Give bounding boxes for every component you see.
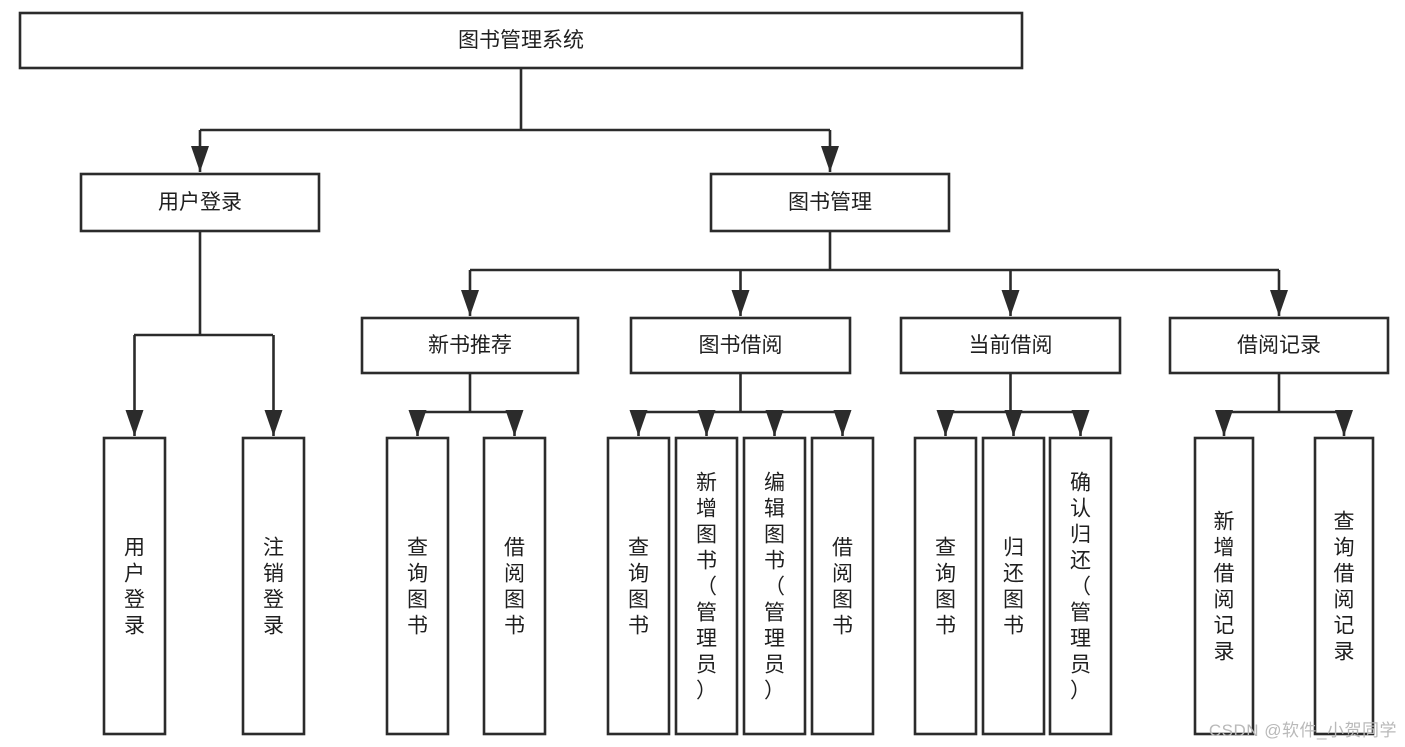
node-box-leaf-borrow-book[interactable] [810, 436, 875, 736]
node-box-book-management[interactable] [709, 172, 951, 233]
csdn-watermark: CSDN @软件_小贺同学 [1208, 721, 1397, 740]
node-box-leaf-query-book-borrow[interactable] [606, 436, 671, 736]
node-label-leaf-edit-book: 编辑图书（管理员） [764, 471, 785, 702]
arrow-icon-leaf-query-book-current [936, 410, 955, 436]
node-new-book-recommend[interactable]: 新书推荐 [360, 316, 580, 375]
node-leaf-user-login[interactable]: 用户登录 [102, 436, 167, 736]
node-box-leaf-borrow-book-recommend[interactable] [482, 436, 547, 736]
node-box-leaf-logout[interactable] [241, 436, 306, 736]
arrow-icon-leaf-logout [264, 410, 283, 436]
node-box-user-login[interactable] [79, 172, 321, 233]
node-box-leaf-confirm-return[interactable] [1048, 436, 1113, 736]
node-label-leaf-add-book: 新增图书（管理员） [696, 471, 717, 702]
node-box-leaf-edit-book[interactable] [742, 436, 807, 736]
arrow-icon-leaf-edit-book [765, 410, 784, 436]
node-layer: 图书管理系统用户登录图书管理新书推荐图书借阅当前借阅借阅记录用户登录注销登录查询… [18, 11, 1390, 736]
node-user-login[interactable]: 用户登录 [79, 172, 321, 233]
node-leaf-return-book[interactable]: 归还图书 [981, 436, 1046, 736]
arrow-icon-current-borrow [1001, 290, 1020, 316]
node-leaf-query-record[interactable]: 查询借阅记录 [1313, 436, 1375, 736]
node-box-leaf-query-book-current[interactable] [913, 436, 978, 736]
node-label-book-management: 图书管理 [788, 191, 872, 214]
arrow-icon-leaf-user-login [125, 410, 144, 436]
node-leaf-borrow-book-recommend[interactable]: 借阅图书 [482, 436, 547, 736]
node-label-leaf-borrow-book: 借阅图书 [832, 536, 853, 637]
node-box-book-borrow[interactable] [629, 316, 852, 375]
node-label-user-login: 用户登录 [158, 191, 242, 214]
connector-layer [125, 68, 1353, 436]
arrow-icon-leaf-query-record [1335, 410, 1353, 436]
node-box-current-borrow[interactable] [899, 316, 1122, 375]
node-label-leaf-add-record: 新增借阅记录 [1214, 510, 1235, 663]
node-box-new-book-recommend[interactable] [360, 316, 580, 375]
arrow-icon-leaf-borrow-book-recommend [505, 410, 524, 436]
node-label-new-book-recommend: 新书推荐 [428, 334, 512, 357]
arrow-icon-leaf-add-book [697, 410, 716, 436]
node-box-root[interactable] [18, 11, 1024, 70]
node-leaf-query-book-recommend[interactable]: 查询图书 [385, 436, 450, 736]
arrow-icon-leaf-query-book-borrow [629, 410, 648, 436]
node-leaf-edit-book[interactable]: 编辑图书（管理员） [742, 436, 807, 736]
node-box-leaf-user-login[interactable] [102, 436, 167, 736]
node-label-root: 图书管理系统 [458, 29, 584, 52]
node-label-leaf-query-book-borrow: 查询图书 [628, 536, 649, 637]
node-leaf-query-book-borrow[interactable]: 查询图书 [606, 436, 671, 736]
node-box-leaf-query-record[interactable] [1313, 436, 1375, 736]
arrow-icon-leaf-add-record [1215, 410, 1233, 436]
node-leaf-logout[interactable]: 注销登录 [241, 436, 306, 736]
node-label-leaf-borrow-book-recommend: 借阅图书 [504, 536, 525, 637]
arrow-icon-new-book-recommend [461, 290, 479, 316]
node-leaf-confirm-return[interactable]: 确认归还（管理员） [1048, 436, 1113, 736]
node-label-leaf-logout: 注销登录 [263, 536, 284, 637]
node-box-leaf-return-book[interactable] [981, 436, 1046, 736]
arrow-icon-leaf-return-book [1004, 410, 1023, 436]
arrow-icon-leaf-borrow-book [833, 410, 852, 436]
node-label-current-borrow: 当前借阅 [969, 334, 1053, 357]
node-box-leaf-add-book[interactable] [674, 436, 739, 736]
node-leaf-add-book[interactable]: 新增图书（管理员） [674, 436, 739, 736]
node-box-leaf-query-book-recommend[interactable] [385, 436, 450, 736]
node-label-leaf-return-book: 归还图书 [1003, 536, 1024, 637]
node-leaf-add-record[interactable]: 新增借阅记录 [1193, 436, 1255, 736]
node-label-leaf-user-login: 用户登录 [124, 536, 145, 637]
node-leaf-query-book-current[interactable]: 查询图书 [913, 436, 978, 736]
node-label-borrow-record: 借阅记录 [1237, 334, 1321, 357]
arrow-icon-book-management [821, 146, 839, 172]
arrow-icon-leaf-query-book-recommend [408, 410, 427, 436]
node-borrow-record[interactable]: 借阅记录 [1168, 316, 1390, 375]
node-label-leaf-query-book-recommend: 查询图书 [407, 536, 428, 637]
node-book-management[interactable]: 图书管理 [709, 172, 951, 233]
node-label-leaf-query-record: 查询借阅记录 [1334, 510, 1355, 663]
arrow-icon-leaf-confirm-return [1071, 410, 1090, 436]
node-book-borrow[interactable]: 图书借阅 [629, 316, 852, 375]
arrow-icon-book-borrow [731, 290, 750, 316]
node-current-borrow[interactable]: 当前借阅 [899, 316, 1122, 375]
node-box-borrow-record[interactable] [1168, 316, 1390, 375]
node-label-book-borrow: 图书借阅 [699, 334, 783, 357]
arrow-icon-borrow-record [1270, 290, 1288, 316]
node-label-leaf-confirm-return: 确认归还（管理员） [1070, 471, 1091, 702]
node-leaf-borrow-book[interactable]: 借阅图书 [810, 436, 875, 736]
node-root[interactable]: 图书管理系统 [18, 11, 1024, 70]
node-label-leaf-query-book-current: 查询图书 [935, 536, 956, 637]
arrow-icon-user-login [191, 146, 209, 172]
node-box-leaf-add-record[interactable] [1193, 436, 1255, 736]
